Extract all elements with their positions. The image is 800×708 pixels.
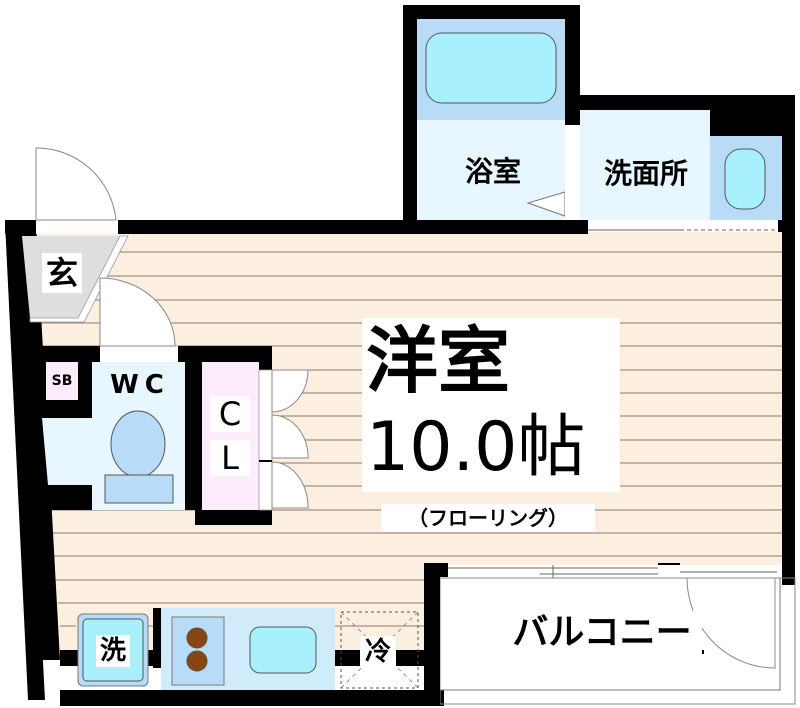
toilet-label: WC bbox=[102, 370, 178, 400]
closet-label-line2: L bbox=[210, 440, 250, 476]
stove-burner-1 bbox=[186, 627, 208, 649]
left-wall-outer bbox=[5, 222, 45, 700]
bath-door-gap bbox=[565, 125, 580, 220]
right-wall bbox=[782, 95, 795, 585]
shoebox-label: SB bbox=[47, 368, 77, 394]
refrigerator-label: 冷 bbox=[360, 636, 396, 668]
wc-door-opening bbox=[100, 346, 178, 362]
balcony-window-sill bbox=[448, 565, 782, 577]
closet-label-line1: C bbox=[210, 396, 250, 432]
closet-floor bbox=[202, 362, 259, 510]
balcony-left-wall bbox=[424, 563, 440, 706]
bathroom-label: 浴室 bbox=[458, 155, 528, 189]
bathtub bbox=[425, 32, 557, 104]
top-wall bbox=[118, 220, 588, 234]
wc-door-swing bbox=[99, 277, 176, 347]
entrance-label: 玄 bbox=[42, 253, 82, 293]
closet-door-3 bbox=[271, 461, 309, 509]
western-room-size: 10.0帖 bbox=[362, 404, 620, 492]
fridge-space bbox=[340, 611, 419, 689]
stove-burner-2 bbox=[186, 650, 208, 672]
closet-door-2 bbox=[271, 414, 309, 459]
top-wall-left bbox=[5, 220, 37, 234]
flooring-label: （フローリング） bbox=[381, 504, 595, 532]
toilet-tank bbox=[104, 474, 174, 504]
balcony-label: バルコニー bbox=[502, 611, 702, 655]
kitchen-sink bbox=[249, 626, 317, 674]
washroom-door-sill bbox=[586, 220, 778, 232]
balcony-door-swing bbox=[686, 577, 776, 669]
washing-machine-label: 洗 bbox=[96, 635, 130, 667]
closet-door-track bbox=[258, 369, 273, 511]
kitchen-divider-wall bbox=[153, 608, 161, 668]
washroom-label: 洗面所 bbox=[594, 157, 698, 191]
entrance-door-opening bbox=[36, 220, 118, 234]
entrance-step bbox=[29, 235, 129, 323]
closet-door-1 bbox=[271, 369, 309, 413]
washbasin bbox=[724, 148, 766, 210]
kitchen-bottom-wall bbox=[60, 690, 444, 706]
toilet-bowl bbox=[110, 410, 166, 478]
entrance-door-swing bbox=[35, 147, 117, 221]
western-room-label: 洋室 bbox=[362, 318, 620, 404]
